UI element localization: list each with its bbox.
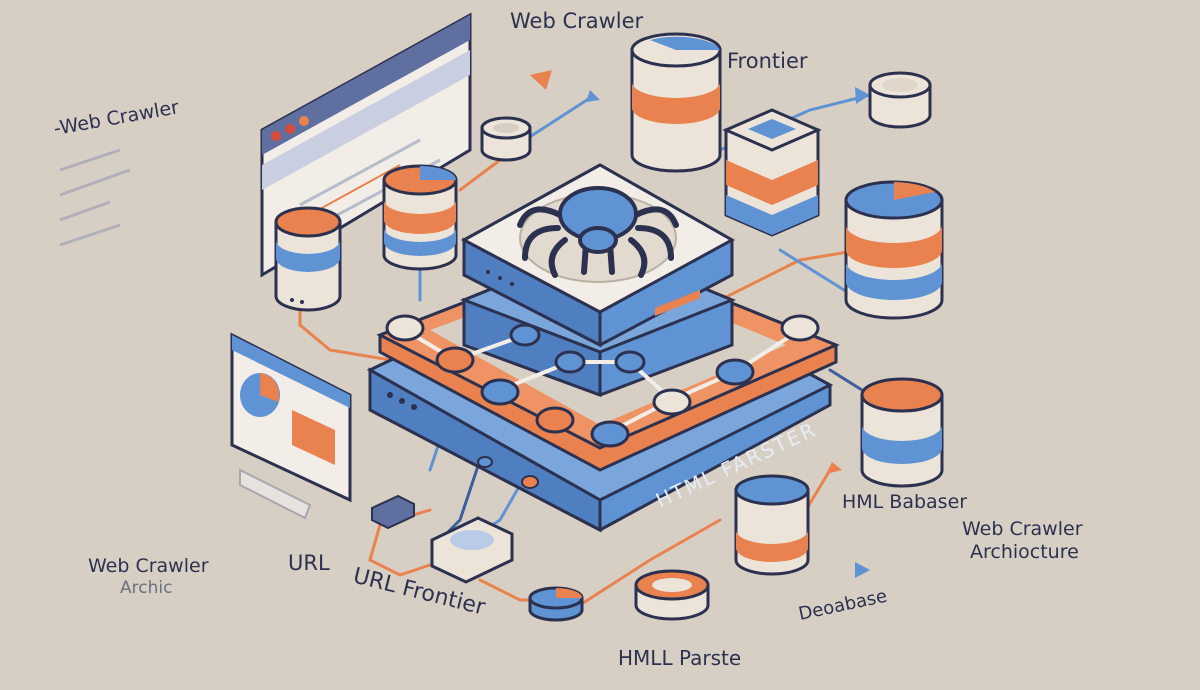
label-web-crawler-arch-2: Archiocture — [970, 541, 1079, 563]
node-blue — [554, 350, 586, 374]
arrow-icon — [530, 70, 552, 90]
node-blue — [590, 420, 630, 448]
label-frontier: Frontier — [727, 49, 808, 73]
db-cylinder-right-mid — [860, 377, 944, 488]
node-cream — [780, 314, 820, 342]
label-bottom-web-crawler: Web Crawler — [88, 555, 209, 577]
db-cylinder-left — [274, 206, 342, 312]
arrow-icon — [855, 87, 870, 104]
db-cylinder-top-right — [868, 71, 932, 129]
db-disc-bottom — [634, 569, 710, 621]
network-nodes — [385, 314, 820, 448]
label-top-web-crawler: Web Crawler — [510, 9, 644, 33]
connector-line — [523, 96, 592, 142]
cube-stack — [722, 108, 822, 237]
monitor — [230, 332, 352, 520]
window-dot-orange — [299, 116, 309, 126]
arrow-markers — [530, 70, 870, 578]
node-blue — [614, 350, 646, 374]
label-html-parste: HMLL Parste — [618, 646, 741, 670]
device-nodes — [371, 456, 584, 622]
label-deoabase: Deoabase — [797, 586, 889, 625]
arrow-icon — [826, 462, 842, 474]
label-url: URL — [288, 551, 330, 575]
spider-icon — [517, 186, 679, 278]
ring-node-top — [480, 116, 532, 162]
node-cream — [385, 314, 425, 342]
connector-line — [718, 248, 862, 302]
node-orange — [435, 346, 475, 374]
arrow-icon — [855, 562, 870, 578]
label-html-babaser: HML Babaser — [842, 491, 967, 513]
sketch-lines — [59, 148, 131, 247]
connector-line — [578, 518, 722, 607]
node-cream — [652, 388, 692, 416]
node-blue — [715, 358, 755, 386]
label-left-web-crawler: -Web Crawler — [52, 96, 181, 140]
node-blue — [509, 323, 541, 347]
db-cylinder-top-center — [630, 32, 722, 173]
arrow-icon — [586, 90, 600, 102]
window-dot-red — [285, 124, 295, 134]
label-bottom-archic: Archic — [120, 578, 172, 598]
node-blue — [480, 378, 520, 406]
db-cylinder-bottom — [734, 474, 810, 576]
connector-line — [458, 158, 502, 192]
db-cylinder-small-left — [382, 164, 458, 271]
window-dot-red — [271, 131, 281, 141]
db-cylinder-right — [844, 180, 944, 320]
label-web-crawler-arch-1: Web Crawler — [962, 518, 1083, 540]
node-orange — [535, 406, 575, 434]
